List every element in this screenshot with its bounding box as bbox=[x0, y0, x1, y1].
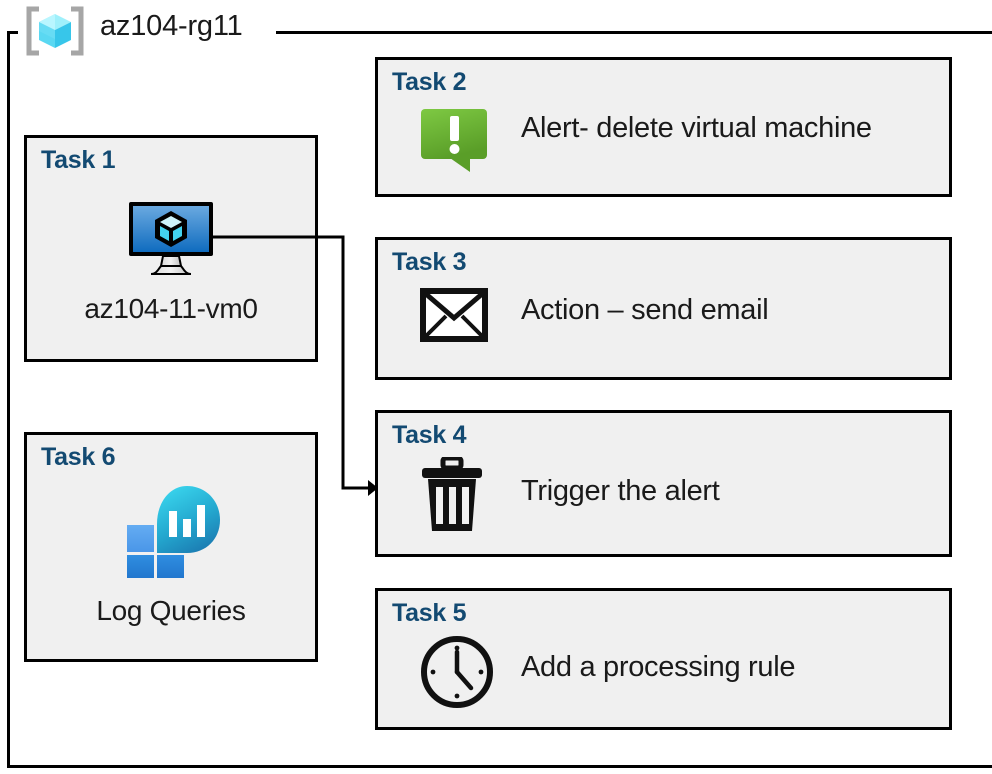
task-2-label: Task 2 bbox=[392, 68, 467, 96]
log-analytics-icon bbox=[121, 483, 221, 578]
task-6-caption: Log Queries bbox=[96, 595, 246, 626]
task-2-caption: Alert- delete virtual machine bbox=[521, 112, 872, 144]
task-5-box[interactable]: Task 5 Add a processing rule bbox=[375, 588, 952, 730]
task-2-box[interactable]: Task 2 Alert- delete virtual machine bbox=[375, 57, 952, 197]
task-1-caption: az104-11-vm0 bbox=[84, 293, 258, 324]
resource-group-frame bbox=[7, 31, 992, 768]
task-1-label: Task 1 bbox=[41, 146, 116, 174]
clock-icon bbox=[420, 635, 494, 709]
task-3-box[interactable]: Task 3 Action – send email bbox=[375, 237, 952, 380]
task-4-caption: Trigger the alert bbox=[521, 475, 720, 507]
task-3-caption: Action – send email bbox=[521, 294, 769, 326]
task-1-box[interactable]: Task 1 bbox=[24, 135, 318, 362]
resource-group-name: az104-rg11 bbox=[100, 10, 243, 42]
task-3-label: Task 3 bbox=[392, 248, 467, 276]
virtual-machine-icon bbox=[125, 200, 217, 278]
task-6-label: Task 6 bbox=[41, 443, 116, 471]
alert-exclamation-bubble-icon bbox=[420, 108, 492, 174]
task-4-box[interactable]: Task 4 Trigger the alert bbox=[375, 410, 952, 557]
resource-group-cube-icon bbox=[25, 6, 85, 56]
envelope-icon bbox=[420, 288, 488, 342]
task-4-label: Task 4 bbox=[392, 421, 467, 449]
task-6-box[interactable]: Task 6 bbox=[24, 432, 318, 662]
task-5-label: Task 5 bbox=[392, 599, 467, 627]
trash-can-icon bbox=[420, 455, 484, 533]
task-5-caption: Add a processing rule bbox=[521, 651, 796, 683]
